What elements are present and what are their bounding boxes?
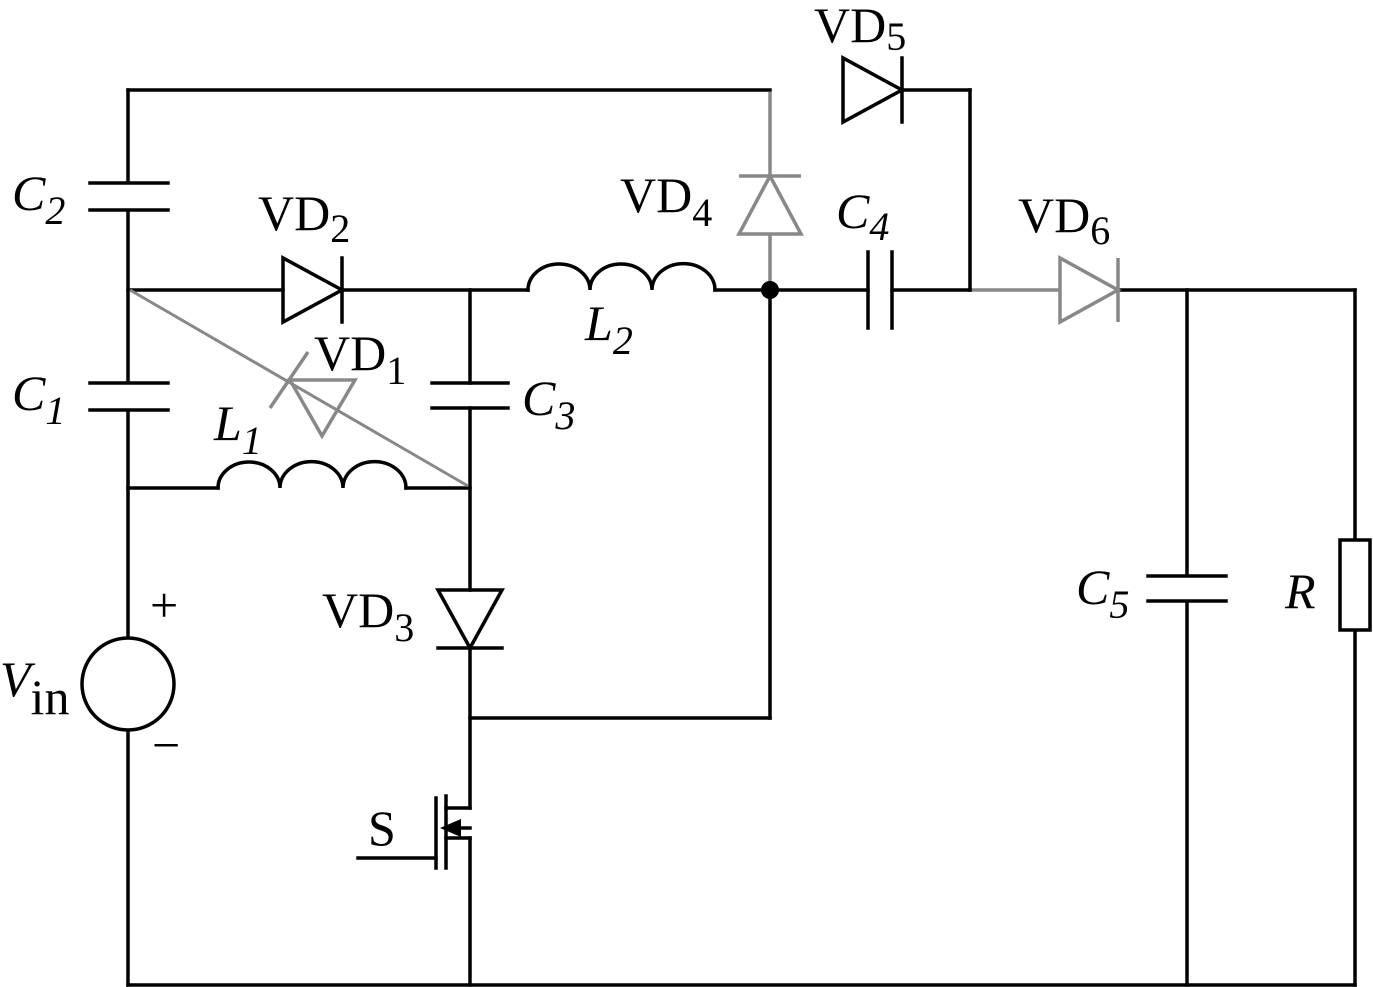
label-vd6: VD6 bbox=[1018, 187, 1110, 253]
grey-branch-vd4 bbox=[736, 92, 804, 290]
label-l1: L1 bbox=[213, 395, 262, 463]
label-c5: C5 bbox=[1076, 559, 1129, 627]
label-vd5: VD5 bbox=[814, 0, 906, 59]
voltage-source-vin bbox=[80, 636, 176, 732]
label-c4: C4 bbox=[836, 183, 889, 249]
label-vd4: VD4 bbox=[620, 167, 712, 235]
capacitor-c4 bbox=[866, 250, 894, 330]
junction-dot bbox=[761, 281, 779, 299]
capacitor-c5 bbox=[1146, 574, 1228, 603]
capacitor-c2 bbox=[88, 181, 170, 212]
grey-branch-vd1 bbox=[129, 288, 469, 488]
label-vd3: VD3 bbox=[322, 582, 414, 650]
diode-vd5 bbox=[841, 55, 906, 125]
mosfet-switch-s bbox=[356, 794, 472, 870]
diode-vd2 bbox=[281, 255, 346, 325]
label-c3: C3 bbox=[522, 370, 575, 438]
label-vin: Vin bbox=[0, 651, 69, 725]
label-c2: C2 bbox=[12, 165, 65, 233]
grey-branch-vd6 bbox=[972, 255, 1122, 325]
diode-vd3 bbox=[435, 588, 505, 652]
wires bbox=[126, 88, 1357, 987]
label-minus: − bbox=[152, 717, 180, 773]
label-vd1: VD1 bbox=[314, 325, 406, 393]
capacitor-c1 bbox=[88, 381, 170, 412]
label-r: R bbox=[1284, 563, 1316, 619]
label-plus: + bbox=[150, 577, 178, 633]
label-c1: C1 bbox=[12, 365, 65, 433]
label-s: S bbox=[368, 800, 396, 856]
capacitor-c3 bbox=[430, 381, 510, 410]
inductor-l2 bbox=[526, 261, 717, 292]
inductor-l1 bbox=[216, 459, 408, 490]
label-vd2: VD2 bbox=[258, 185, 350, 251]
label-l2: L2 bbox=[584, 295, 633, 363]
resistor-r bbox=[1338, 538, 1372, 632]
